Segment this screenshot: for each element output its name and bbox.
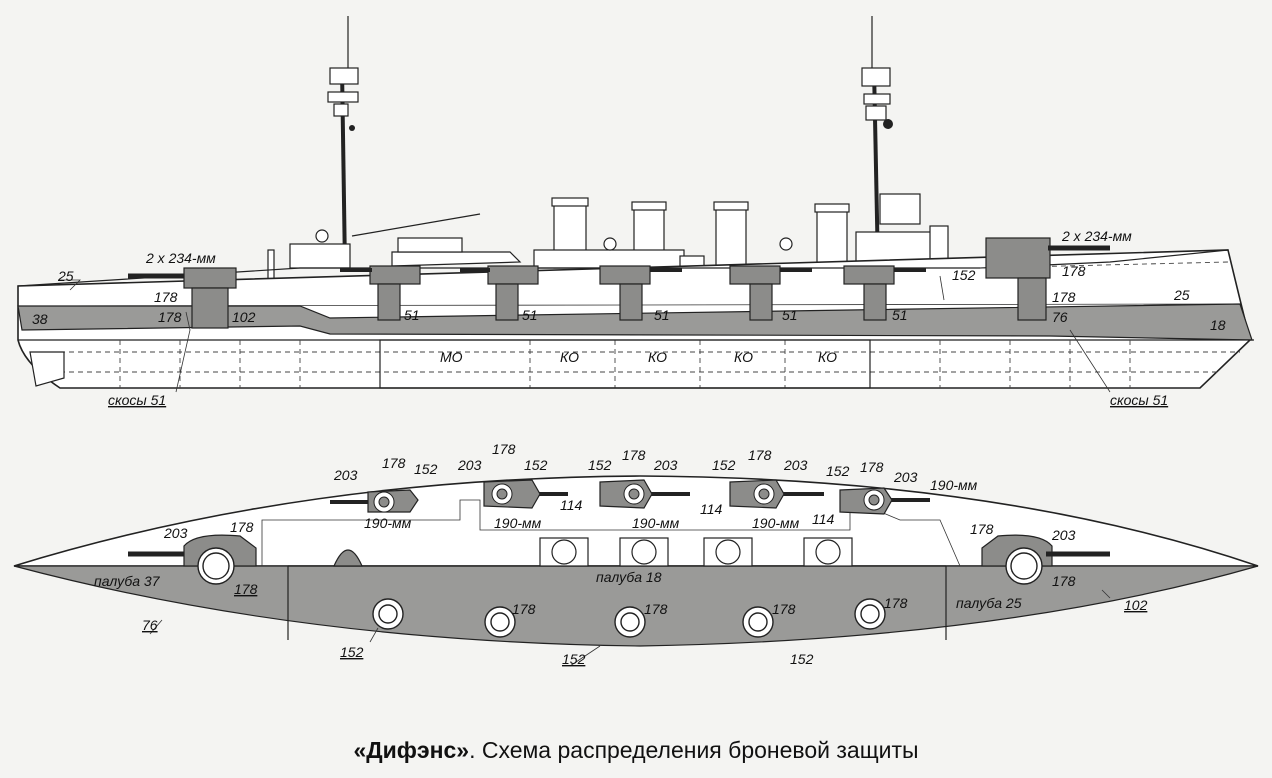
aft-barbette-armor: 178 <box>1052 289 1076 305</box>
aft-turret <box>985 237 1110 321</box>
plan-fore-turret <box>128 534 257 585</box>
stern-upper-armor: 25 <box>1173 287 1190 303</box>
casemate-armor-4: 51 <box>782 307 798 323</box>
fore-barbette-armor: 178 <box>154 289 178 305</box>
t5-178: 178 <box>860 459 884 475</box>
t5-caliber: 190-мм <box>930 477 978 493</box>
aft-turret-caliber: 2 x 234-мм <box>1061 228 1132 244</box>
side-armor-152-c: 152 <box>790 651 814 667</box>
stern-belt-18: 18 <box>1210 317 1226 333</box>
main-fore-178: 178 <box>230 519 254 535</box>
casemate-armor-3: 51 <box>654 307 670 323</box>
t1-203: 203 <box>333 467 358 483</box>
casemate-armor-2: 51 <box>522 307 538 323</box>
t4-203: 203 <box>783 457 808 473</box>
main-fore-178b: 178 <box>234 581 258 597</box>
fore-slopes-armor: скосы 51 <box>108 392 166 408</box>
t3-152: 152 <box>588 457 612 473</box>
main-aft-178: 178 <box>970 521 994 537</box>
mount-178-4: 178 <box>884 595 908 611</box>
t1-caliber: 190-мм <box>364 515 412 531</box>
casemate-armor-1: 51 <box>404 307 420 323</box>
fore-turret-caliber: 2 x 234-мм <box>145 250 216 266</box>
t2-152: 152 <box>524 457 548 473</box>
deck-fore-label: палуба 37 <box>94 573 161 589</box>
side-profile: 2 x 234-мм 2 x 234-мм 25 38 178 178 102 … <box>17 16 1254 408</box>
figure-caption: «Дифэнс». Схема распределения броневой з… <box>0 737 1272 764</box>
boiler-room-2-label: КО <box>648 349 667 365</box>
casemate-mounts <box>340 265 926 321</box>
t5-203: 203 <box>893 469 918 485</box>
mount-178-2: 178 <box>644 601 668 617</box>
t5-152: 152 <box>826 463 850 479</box>
aft-slopes-armor: скосы 51 <box>1110 392 1168 408</box>
stern-armor-102: 102 <box>1124 597 1148 613</box>
plan-funnels <box>333 537 853 567</box>
t3-caliber: 190-мм <box>632 515 680 531</box>
bow-armor-76: 76 <box>142 617 158 633</box>
bow-upper-armor: 25 <box>57 268 74 284</box>
secondary-turrets <box>330 479 930 515</box>
deck-aft-label: палуба 25 <box>956 595 1022 611</box>
t2-caliber: 190-мм <box>494 515 542 531</box>
main-aft-203: 203 <box>1051 527 1076 543</box>
side-gun-mounts <box>372 598 886 638</box>
side-armor-152-a: 152 <box>340 644 364 660</box>
t4-114: 114 <box>700 501 723 517</box>
plan-view: 203 178 152 190-мм 203 178 152 190-мм 11… <box>13 441 1259 667</box>
fore-mast <box>327 16 359 269</box>
fore-bulkhead-armor: 102 <box>232 309 256 325</box>
t4-152: 152 <box>712 457 736 473</box>
belt-armor <box>17 303 1253 341</box>
side-armor-152-b: 152 <box>562 651 586 667</box>
engine-room-label: МО <box>440 349 463 365</box>
main-fore-203: 203 <box>163 525 188 541</box>
casemate-armor-5: 51 <box>892 307 908 323</box>
main-mast <box>861 16 893 269</box>
deck-mid-label: палуба 18 <box>596 569 662 585</box>
caption-text: . Схема распределения броневой защиты <box>469 737 919 763</box>
t4-caliber: 190-мм <box>752 515 800 531</box>
t3-178: 178 <box>622 447 646 463</box>
boiler-room-4-label: КО <box>818 349 837 365</box>
armored-deck <box>13 565 1259 647</box>
t3-203: 203 <box>653 457 678 473</box>
fore-turret <box>128 267 237 329</box>
bow-belt-armor: 38 <box>32 311 48 327</box>
aft-turret-front-armor: 178 <box>1062 263 1086 279</box>
t1-152: 152 <box>414 461 438 477</box>
t2-203: 203 <box>457 457 482 473</box>
aft-bulkhead-armor: 152 <box>952 267 976 283</box>
mount-178-1: 178 <box>512 601 536 617</box>
boiler-room-3-label: КО <box>734 349 753 365</box>
stern-belt-76: 76 <box>1052 309 1068 325</box>
mount-178-3: 178 <box>772 601 796 617</box>
t4-178: 178 <box>748 447 772 463</box>
plan-aft-turret <box>981 534 1110 585</box>
main-aft-178b: 178 <box>1052 573 1076 589</box>
t2-114: 114 <box>560 497 583 513</box>
t1-178: 178 <box>382 455 406 471</box>
boiler-room-1-label: КО <box>560 349 579 365</box>
t5-114: 114 <box>812 511 835 527</box>
t2-178: 178 <box>492 441 516 457</box>
fore-belt-armor: 178 <box>158 309 182 325</box>
ship-name: «Дифэнс» <box>353 737 470 763</box>
